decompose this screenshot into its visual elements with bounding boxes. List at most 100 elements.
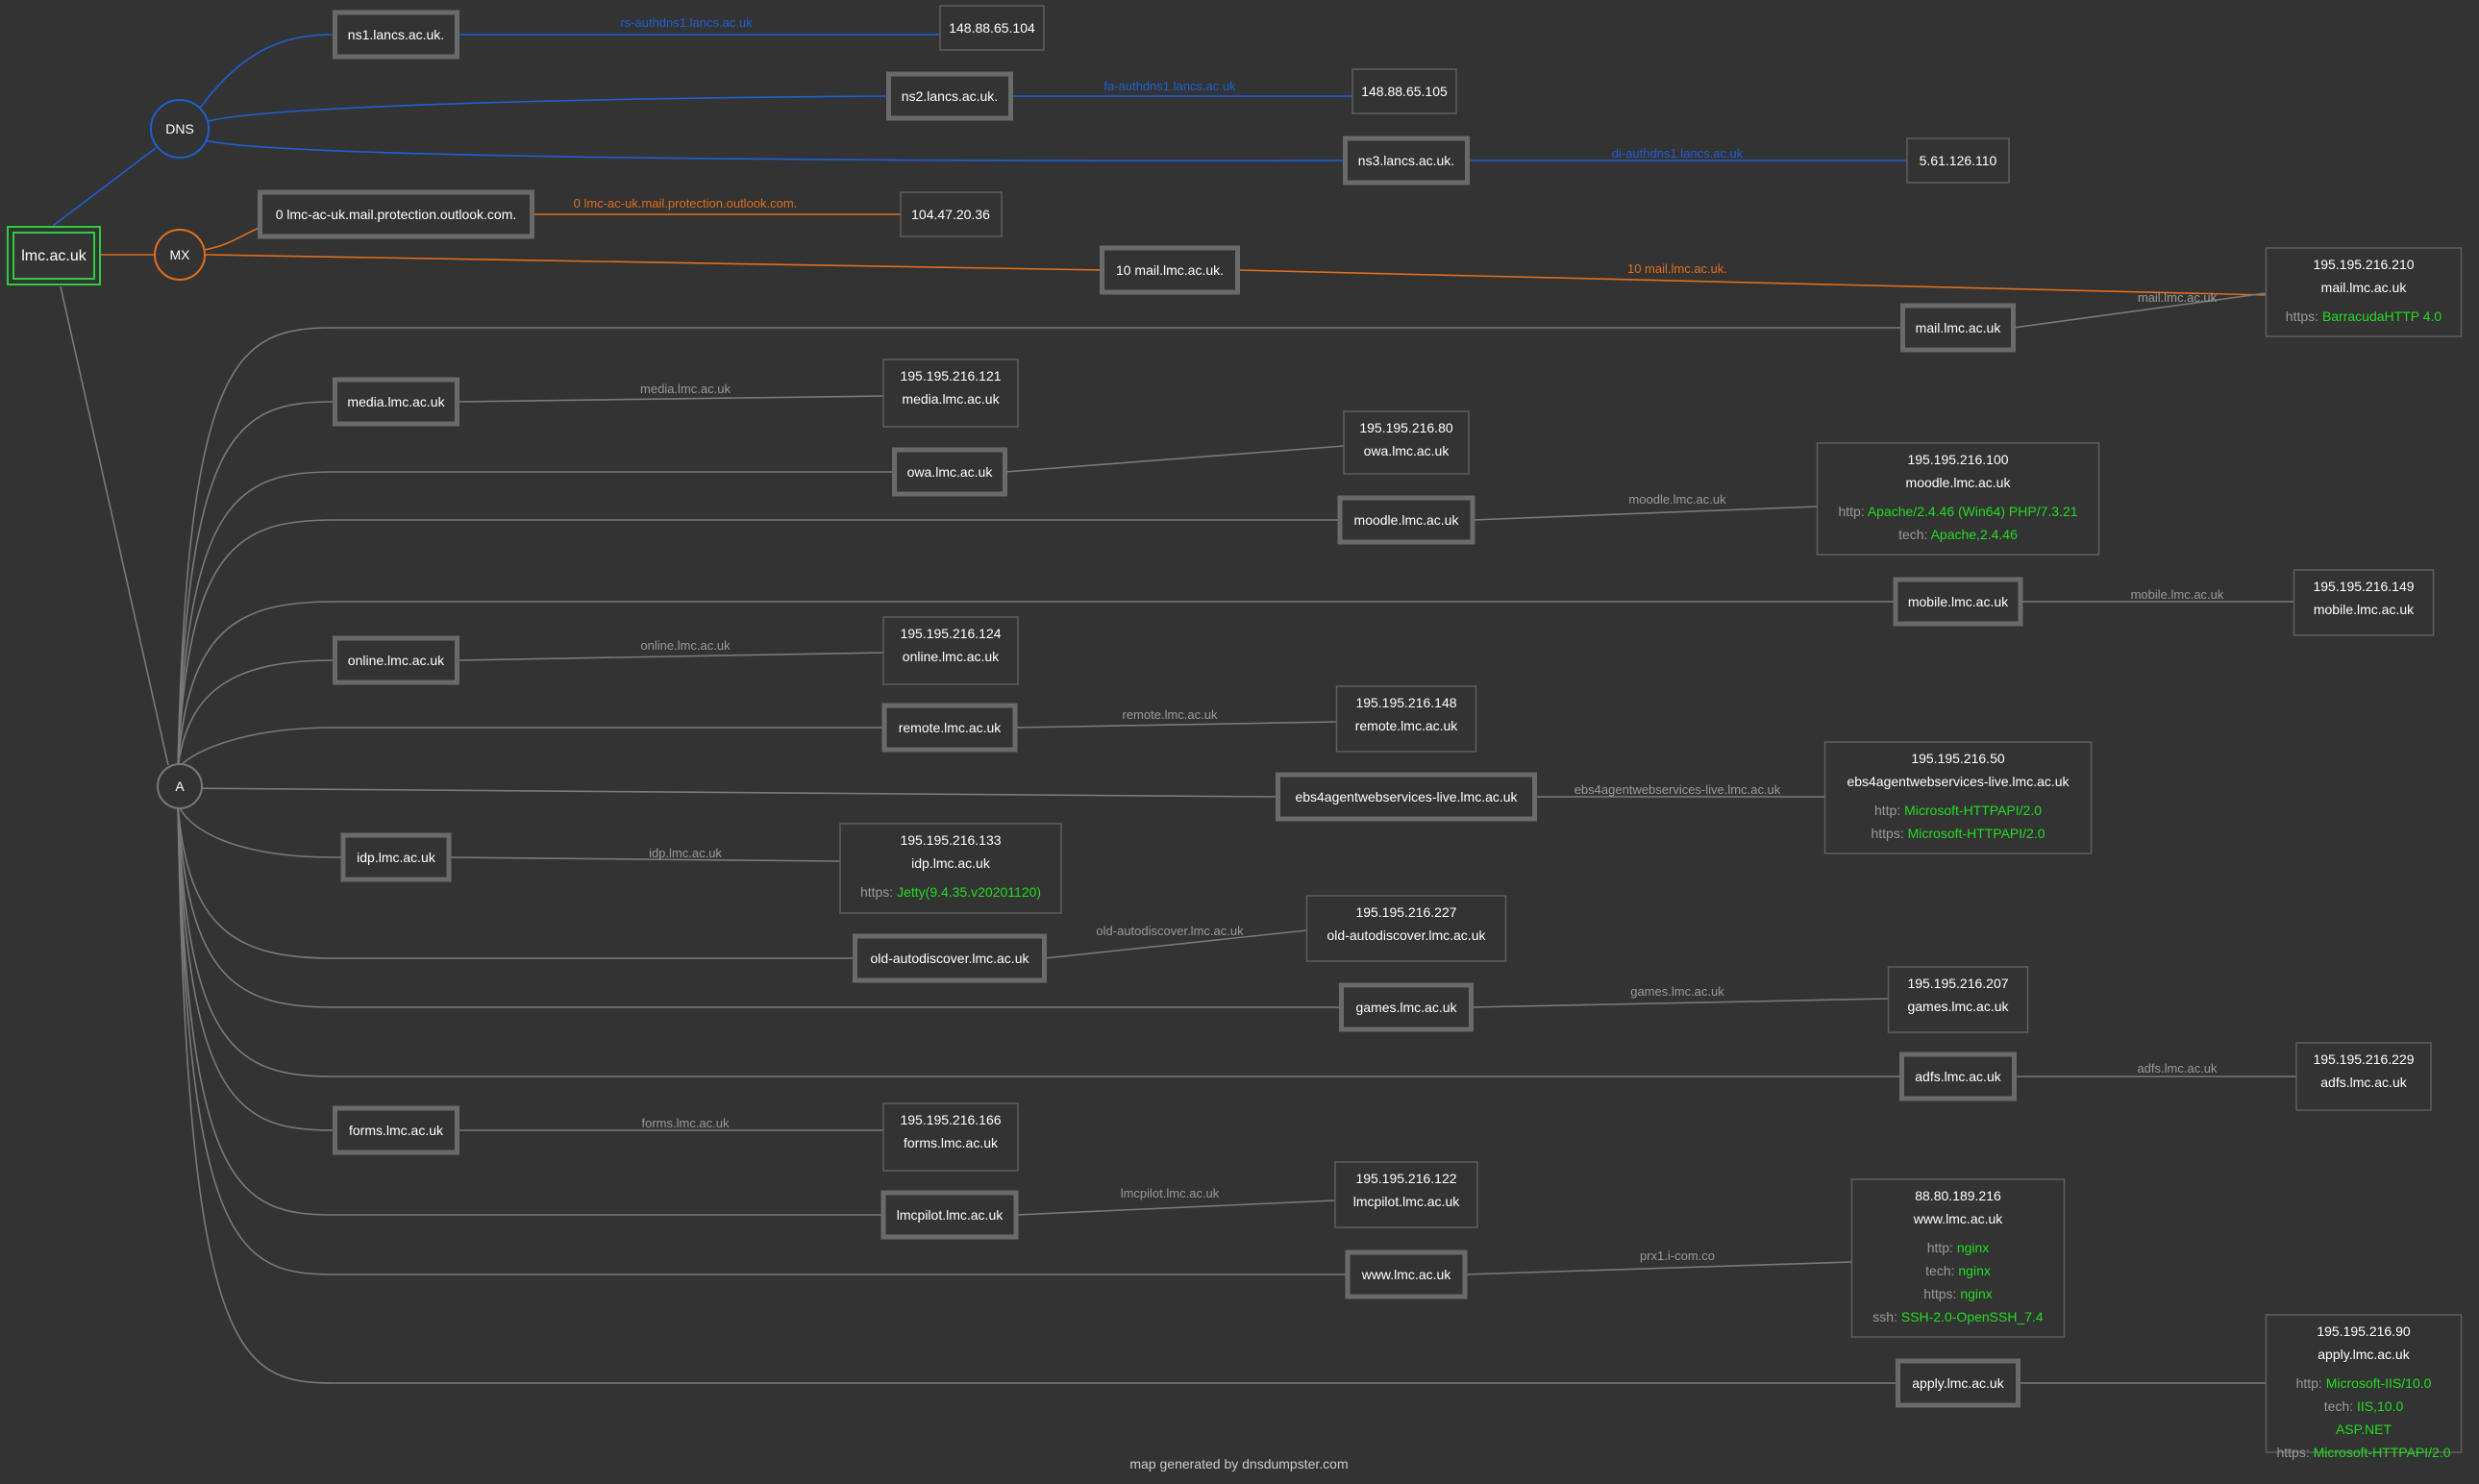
edge-host-info xyxy=(1015,1200,1336,1216)
a-info-node-hostname: old-autodiscover.lmc.ac.uk xyxy=(1327,928,1487,943)
a-host-node-label: lmcpilot.lmc.ac.uk xyxy=(897,1207,1004,1223)
edge-host-info xyxy=(1044,929,1307,959)
a-host-node: www.lmc.ac.uk xyxy=(1345,1249,1468,1299)
a-info-node-detail-1: tech: IIS,10.0 xyxy=(2324,1398,2404,1414)
dns-edge-label: fa-authdns1.lancs.ac.uk xyxy=(1103,79,1236,93)
dns-ip-node: 148.88.65.105 xyxy=(1351,68,1457,114)
a-host-node-border xyxy=(340,832,452,882)
a-info-node-hostname: games.lmc.ac.uk xyxy=(1907,999,2009,1014)
a-info-node-detail-key: http: xyxy=(2296,1375,2326,1391)
a-host-node-label: ebs4agentwebservices-live.lmc.ac.uk xyxy=(1295,789,1518,804)
a-info-node-detail-0: http: Microsoft-HTTPAPI/2.0 xyxy=(1874,803,2042,818)
a-host-node-border xyxy=(1339,982,1474,1032)
a-host-node: idp.lmc.ac.uk xyxy=(340,832,452,882)
a-host-node: forms.lmc.ac.uk xyxy=(333,1105,459,1155)
a-info-node-border xyxy=(1335,685,1477,753)
group-a-label: A xyxy=(175,779,185,794)
edge-a-host xyxy=(177,401,335,770)
a-edge-label: adfs.lmc.ac.uk xyxy=(2137,1061,2218,1076)
mx-edge-label: 0 lmc-ac-uk.mail.protection.outlook.com. xyxy=(574,196,798,210)
a-info-node-hostname: forms.lmc.ac.uk xyxy=(904,1135,999,1150)
mx-host-node-label: 0 lmc-ac-uk.mail.protection.outlook.com. xyxy=(276,207,517,222)
root-inner-border xyxy=(12,232,95,280)
root-node: lmc.ac.uk xyxy=(7,226,101,285)
a-host-node: remote.lmc.ac.uk xyxy=(881,703,1018,753)
a-info-node-hostname: adfs.lmc.ac.uk xyxy=(2320,1075,2407,1090)
a-info-node-detail-key: https: xyxy=(1871,826,1907,841)
a-edge-label: prx1.i-com.co xyxy=(1640,1249,1715,1263)
dns-ip-label: 5.61.126.110 xyxy=(1920,153,1997,168)
a-edge-label: ebs4agentwebservices-live.lmc.ac.uk xyxy=(1574,782,1781,797)
dns-host-node: ns1.lancs.ac.uk. xyxy=(333,10,459,60)
a-info-node-ip: 195.195.216.124 xyxy=(900,626,1001,641)
a-host-node: online.lmc.ac.uk xyxy=(333,635,459,685)
footer-credit: map generated by dnsdumpster.com xyxy=(1129,1456,1348,1472)
edge-a-host xyxy=(177,803,855,959)
mx-ip-border xyxy=(900,191,1003,237)
a-host-node-label: moodle.lmc.ac.uk xyxy=(1354,512,1460,528)
edge-host-info xyxy=(457,652,884,661)
a-host-node-label: games.lmc.ac.uk xyxy=(1355,1000,1457,1015)
a-host-node-label: owa.lmc.ac.uk xyxy=(907,464,994,480)
dns-ip-label: 148.88.65.104 xyxy=(949,20,1035,36)
a-info-node-detail-0: http: nginx xyxy=(1927,1240,1990,1255)
a-info-node: 195.195.216.122 lmcpilot.lmc.ac.uk xyxy=(1334,1161,1478,1228)
a-host-node-label: adfs.lmc.ac.uk xyxy=(1915,1069,2001,1084)
a-info-node-detail-1: tech: nginx xyxy=(1925,1263,1991,1278)
a-info-node-detail-key: http: xyxy=(1874,803,1904,818)
a-info-node-border xyxy=(882,1102,1019,1172)
a-edge-label: forms.lmc.ac.uk xyxy=(641,1116,730,1130)
edge-a-host xyxy=(177,471,895,770)
a-host-node-border xyxy=(1900,303,2016,353)
a-info-node-detail-value: nginx xyxy=(1957,1240,1989,1255)
a-info-node-detail-0: https: BarracudaHTTP 4.0 xyxy=(2286,309,2442,324)
a-info-node-detail-key: http: xyxy=(1927,1240,1957,1255)
a-info-node-hostname: online.lmc.ac.uk xyxy=(903,649,1000,664)
a-host-node: apply.lmc.ac.uk xyxy=(1896,1358,2020,1408)
a-info-node-border xyxy=(839,823,1062,914)
group-dns-circle xyxy=(150,99,210,159)
a-edge-label: online.lmc.ac.uk xyxy=(640,638,731,653)
a-info-node-ip: 195.195.216.80 xyxy=(1359,420,1453,435)
a-info-node-detail-key: https: xyxy=(2286,309,2322,324)
dns-host-node: ns3.lancs.ac.uk. xyxy=(1343,136,1470,186)
dns-host-node-border xyxy=(333,10,459,60)
dns-edge-label: rs-authdns1.lancs.ac.uk xyxy=(620,15,753,30)
a-info-node-ip: 195.195.216.166 xyxy=(900,1112,1001,1127)
a-edge-label: old-autodiscover.lmc.ac.uk xyxy=(1096,924,1244,938)
group-dns-label: DNS xyxy=(165,121,194,136)
edge-a-host xyxy=(177,519,1340,770)
a-info-node-ip: 88.80.189.216 xyxy=(1915,1188,2001,1203)
dns-ip-border xyxy=(1906,137,2010,184)
a-info-node-ip: 195.195.216.100 xyxy=(1907,452,2008,467)
a-info-node-detail-0: http: Apache/2.4.46 (Win64) PHP/7.3.21 xyxy=(1838,504,2077,519)
a-info-node-detail-1: tech: Apache,2.4.46 xyxy=(1898,527,2018,542)
a-edge-label: mobile.lmc.ac.uk xyxy=(2131,587,2224,602)
a-info-node-detail-2: ASP.NET xyxy=(2336,1422,2392,1437)
edge-mx-host xyxy=(203,226,262,251)
a-edge-label: lmcpilot.lmc.ac.uk xyxy=(1121,1186,1220,1200)
a-info-node-border xyxy=(2293,569,2435,636)
mx-host-node: 0 lmc-ac-uk.mail.protection.outlook.com. xyxy=(258,189,534,239)
edge-dns-host xyxy=(198,34,335,111)
edge-a-host xyxy=(177,803,343,858)
edge-a-host xyxy=(177,727,884,770)
edges-layer: rs-authdns1.lancs.ac.uk fa-authdns1.lancs… xyxy=(52,15,2296,1384)
a-info-node-ip: 195.195.216.148 xyxy=(1355,695,1456,710)
a-info-node-detail-value: SSH-2.0-OpenSSH_7.4 xyxy=(1901,1309,2044,1324)
edge-a-host xyxy=(177,659,335,770)
a-info-node-ip: 195.195.216.122 xyxy=(1355,1171,1456,1186)
a-info-node-border xyxy=(2295,1042,2432,1111)
edge-a-host xyxy=(177,803,335,1131)
a-info-node-hostname: lmcpilot.lmc.ac.uk xyxy=(1353,1194,1460,1209)
a-info-node-detail-key: https: xyxy=(860,884,897,900)
a-host-node-label: remote.lmc.ac.uk xyxy=(899,720,1003,735)
a-info-node-hostname: moodle.lmc.ac.uk xyxy=(1906,475,2012,490)
a-host-node-label: www.lmc.ac.uk xyxy=(1361,1267,1452,1282)
nodes-layer: ns1.lancs.ac.uk.148.88.65.104ns2.lancs.a… xyxy=(7,5,2463,1460)
